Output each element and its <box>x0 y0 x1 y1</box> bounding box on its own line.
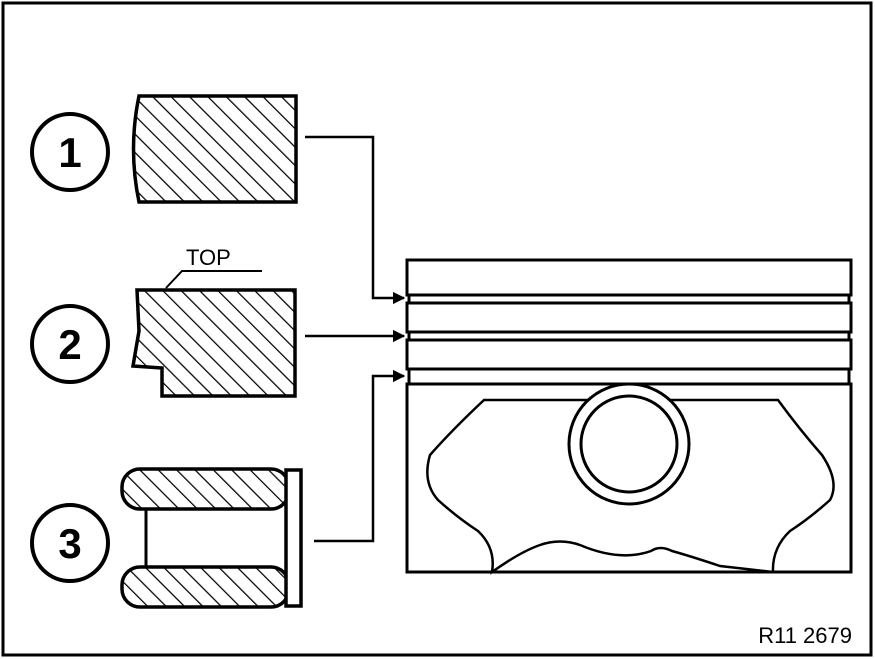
piston-skirt-outline <box>426 398 835 575</box>
piston-land-3 <box>405 338 853 371</box>
piston-ring-groove-3 <box>407 367 851 386</box>
piston-crown-land <box>405 258 853 297</box>
leader-ring-3 <box>314 369 406 543</box>
callout-1: 1 <box>30 112 110 192</box>
ring-3-section <box>120 467 303 609</box>
ring-2-section <box>130 288 297 398</box>
piston-land-2 <box>405 301 853 334</box>
figure-reference: R11 2679 <box>758 623 852 648</box>
callout-2: 2 <box>30 304 110 384</box>
callout-3: 3 <box>30 503 110 583</box>
piston-pin-bore <box>579 394 679 494</box>
callout-3-number: 3 <box>58 520 81 567</box>
callout-1-number: 1 <box>58 129 81 176</box>
callout-2-number: 2 <box>58 321 81 368</box>
top-mark-leader <box>165 270 262 289</box>
piston <box>405 258 853 575</box>
top-mark-label: TOP <box>186 245 231 270</box>
leader-ring-1 <box>305 135 406 305</box>
ring-1-section <box>131 94 298 204</box>
